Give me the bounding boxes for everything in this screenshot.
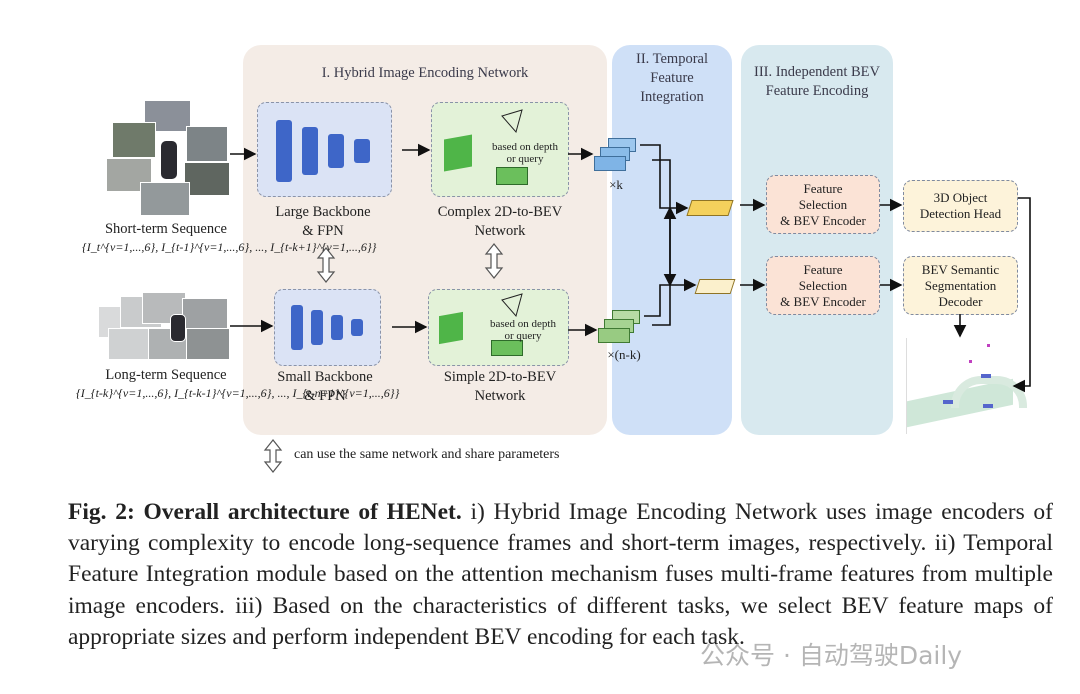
short-count-label: ×k: [609, 177, 623, 192]
complex-bev-label: Complex 2D-to-BEV Network: [437, 204, 563, 239]
watermark: 公众号 · 自动驾驶Daily: [700, 641, 963, 670]
short-feature-stack: [594, 138, 640, 174]
temporal-integration-panel: [612, 45, 732, 435]
large-backbone-box: [257, 102, 392, 197]
short-term-image-collage: [104, 100, 230, 216]
short-term-formula-text: {I_t^{v=1,...,6}, I_{t-1}^{v=1,...,6}, .…: [82, 240, 377, 254]
complex-depth-note: based on depth or query: [492, 141, 558, 165]
caption-text: i) Hybrid Image Encoding Network uses im…: [68, 499, 1054, 650]
hybrid-section-title: I. Hybrid Image Encoding Network: [321, 65, 529, 81]
large-backbone-label: Large Backbone & FPN: [275, 204, 371, 239]
long-term-formula-text: {I_{t-k}^{v=1,...,6}, I_{t-k-1}^{v=1,...…: [76, 386, 400, 400]
small-backbone-box: [274, 289, 381, 366]
short-term-formula: {I_t^{v=1,...,6}, I_{t-1}^{v=1,...,6}, .…: [82, 240, 376, 255]
feature-encoder-bottom: Feature Selection & BEV Encoder: [766, 256, 880, 315]
long-term-image-collage: [98, 292, 230, 362]
complex-bev-box: based on depth or query: [431, 102, 569, 197]
simple-depth-note: based on depth or query: [490, 318, 556, 342]
independent-section-title: III. Independent BEV Feature Encoding: [753, 64, 881, 99]
temporal-section-title: II. Temporal Feature Integration: [636, 51, 708, 105]
independent-encoding-panel: [741, 45, 893, 435]
share-parameters-note: can use the same network and share param…: [294, 447, 560, 462]
long-count-label: ×(n-k): [607, 347, 641, 362]
simple-bev-label: Simple 2D-to-BEV Network: [443, 369, 557, 404]
simple-bev-box: based on depth or query: [428, 289, 569, 366]
figure-caption: Fig. 2: Overall architecture of HENet. i…: [68, 497, 1053, 653]
long-term-label: Long-term Sequence: [105, 367, 227, 383]
long-term-formula: {I_{t-k}^{v=1,...,6}, I_{t-k-1}^{v=1,...…: [76, 386, 399, 401]
segmentation-map: [906, 338, 1027, 434]
segmentation-decoder: BEV Semantic Segmentation Decoder: [903, 256, 1018, 315]
feature-encoder-top: Feature Selection & BEV Encoder: [766, 175, 880, 234]
long-feature-stack: [598, 310, 644, 346]
small-backbone-label: Small Backbone & FPN: [277, 369, 373, 404]
caption-prefix: Fig. 2: Overall architecture of HENet.: [68, 499, 462, 525]
short-term-label: Short-term Sequence: [104, 221, 227, 237]
detection-head: 3D Object Detection Head: [903, 180, 1018, 232]
